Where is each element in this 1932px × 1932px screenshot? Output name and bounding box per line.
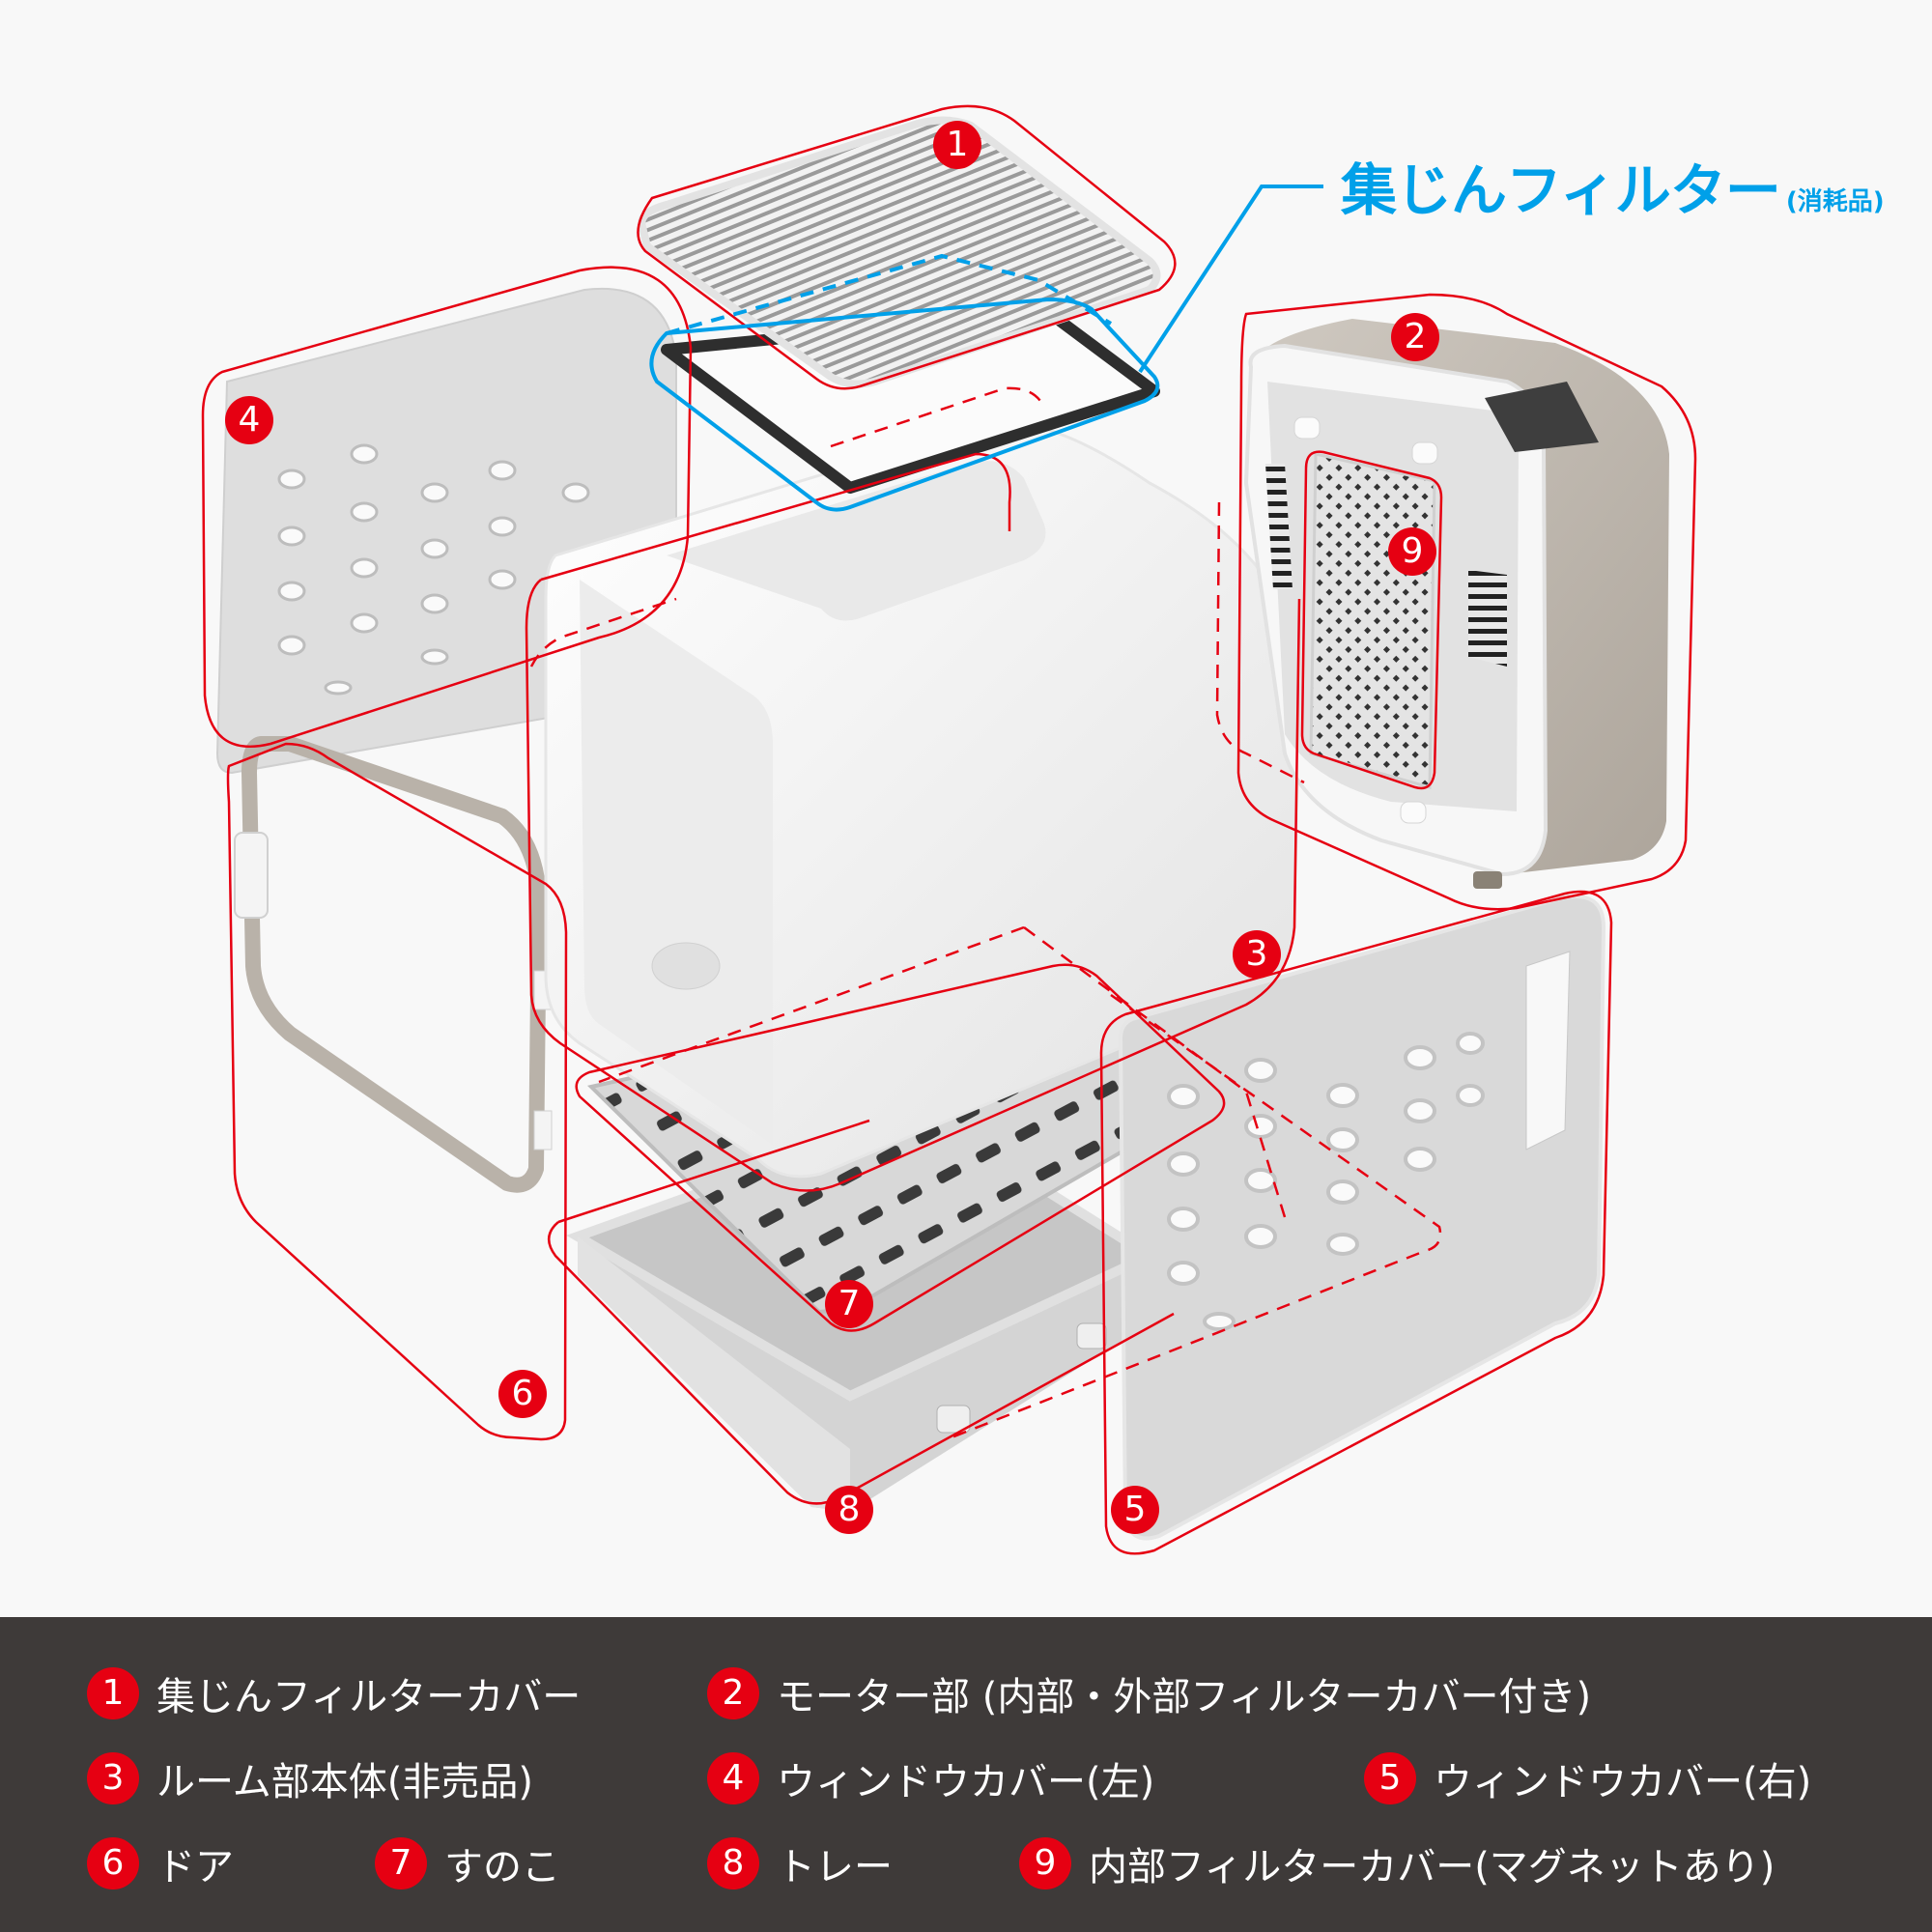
badge-9: 9	[1388, 527, 1436, 576]
legend-item-2: 2 モーター部 (内部・外部フィルターカバー付き)	[707, 1665, 1591, 1721]
badge-3: 3	[1233, 930, 1281, 979]
legend-label: 集じんフィルターカバー	[156, 1675, 582, 1719]
legend-number-badge: 1	[87, 1667, 139, 1719]
exploded-parts-diagram	[201, 104, 1697, 1555]
part-outlines	[201, 104, 1697, 1555]
legend-item-1: 1 集じんフィルターカバー	[87, 1665, 581, 1721]
dust-filter-callout: 集じんフィルター(消耗品)	[1341, 145, 1885, 226]
legend-item-5: 5 ウィンドウカバー(右)	[1364, 1750, 1811, 1806]
callout-note: (消耗品)	[1785, 187, 1885, 216]
part-window-cover-right	[1118, 895, 1606, 1541]
legend-number-badge: 5	[1364, 1752, 1416, 1804]
badge-4: 4	[225, 396, 273, 444]
legend-number-badge: 9	[1019, 1837, 1071, 1889]
callout-title: 集じんフィルター	[1341, 157, 1781, 223]
part-filter-cover	[638, 116, 1161, 388]
legend-label: ウィンドウカバー(右)	[1434, 1760, 1812, 1804]
badge-5: 5	[1111, 1486, 1159, 1534]
part-hidden-outlines	[529, 386, 1442, 1441]
badge-1: 1	[933, 121, 981, 169]
legend-item-8: 8 トレー	[707, 1835, 893, 1891]
legend-label: 内部フィルターカバー(マグネットあり)	[1089, 1845, 1776, 1889]
badge-2: 2	[1391, 313, 1439, 361]
legend-number-badge: 3	[87, 1752, 139, 1804]
legend-item-9: 9 内部フィルターカバー(マグネットあり)	[1019, 1835, 1775, 1891]
legend-label: すのこ	[444, 1845, 560, 1889]
badge-8: 8	[825, 1486, 873, 1534]
legend-label: ドア	[156, 1845, 234, 1889]
legend-number-badge: 8	[707, 1837, 759, 1889]
legend-item-4: 4 ウィンドウカバー(左)	[707, 1750, 1154, 1806]
legend-number-badge: 6	[87, 1837, 139, 1889]
badge-6: 6	[498, 1370, 547, 1418]
legend-label: ウィンドウカバー(左)	[777, 1760, 1155, 1804]
part-door	[234, 736, 553, 1193]
legend-item-3: 3 ルーム部本体(非売品)	[87, 1750, 533, 1806]
parts-legend: 1 集じんフィルターカバー 2 モーター部 (内部・外部フィルターカバー付き) …	[0, 1617, 1932, 1932]
callout-outline	[649, 185, 1323, 512]
legend-label: トレー	[777, 1845, 893, 1889]
legend-number-badge: 2	[707, 1667, 759, 1719]
legend-number-badge: 7	[375, 1837, 427, 1889]
part-internal-filter-cover	[1309, 452, 1436, 789]
legend-number-badge: 4	[707, 1752, 759, 1804]
part-motor-unit	[1243, 319, 1669, 889]
legend-label: ルーム部本体(非売品)	[156, 1760, 534, 1804]
legend-item-6: 6 ドア	[87, 1835, 234, 1891]
badge-7: 7	[825, 1280, 873, 1328]
legend-item-7: 7 すのこ	[375, 1835, 560, 1891]
legend-label: モーター部 (内部・外部フィルターカバー付き)	[777, 1675, 1592, 1719]
